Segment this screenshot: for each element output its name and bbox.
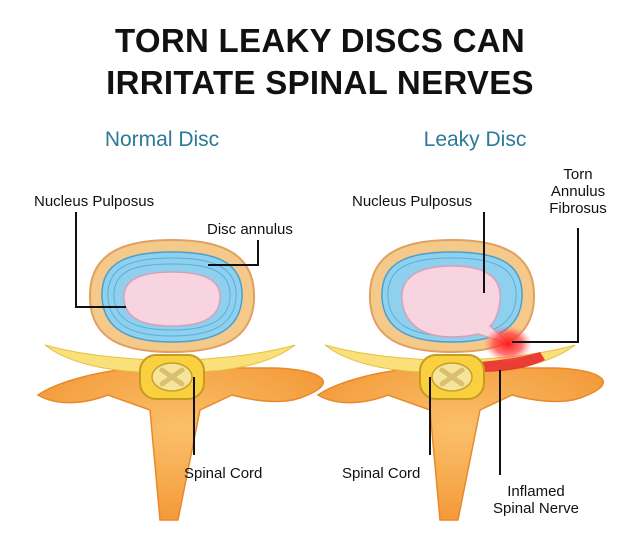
normal-disc-heading: Normal Disc bbox=[104, 128, 220, 151]
normal-nucleus bbox=[123, 271, 221, 327]
nerve-label-line-2: Spinal Nerve bbox=[493, 500, 579, 517]
torn-annulus-label: Torn Annulus Fibrosus bbox=[540, 166, 616, 217]
normal-annulus-leader bbox=[208, 240, 259, 266]
leaky-nucleus bbox=[401, 265, 511, 345]
torn-label-line-2: Annulus bbox=[550, 183, 606, 200]
normal-nucleus-leader bbox=[75, 212, 126, 308]
torn-label-line-1: Torn bbox=[563, 166, 593, 183]
leaky-nucleus-label: Nucleus Pulposus bbox=[352, 193, 473, 210]
torn-label-line-3: Fibrosus bbox=[549, 200, 607, 217]
leaky-disc-heading: Leaky Disc bbox=[423, 128, 527, 151]
leaky-vertebra bbox=[316, 238, 605, 521]
title-line-1: TORN LEAKY DISCS CAN bbox=[115, 22, 525, 59]
normal-cord-label: Spinal Cord bbox=[184, 465, 263, 482]
leaky-cord-label: Spinal Cord bbox=[342, 465, 421, 482]
leaky-torn-leader bbox=[512, 228, 579, 343]
nerve-label-line-1: Inflamed bbox=[507, 483, 565, 500]
leaky-inflamed-nerve bbox=[480, 352, 545, 372]
normal-annulus-label: Disc annulus bbox=[207, 221, 293, 238]
inflamed-nerve-label: Inflamed Spinal Nerve bbox=[478, 483, 594, 517]
normal-nucleus-label: Nucleus Pulposus bbox=[34, 193, 155, 210]
leaky-tear-inflammation bbox=[484, 326, 532, 362]
normal-vertebra bbox=[36, 238, 325, 521]
title-line-2: IRRITATE SPINAL NERVES bbox=[106, 64, 534, 101]
